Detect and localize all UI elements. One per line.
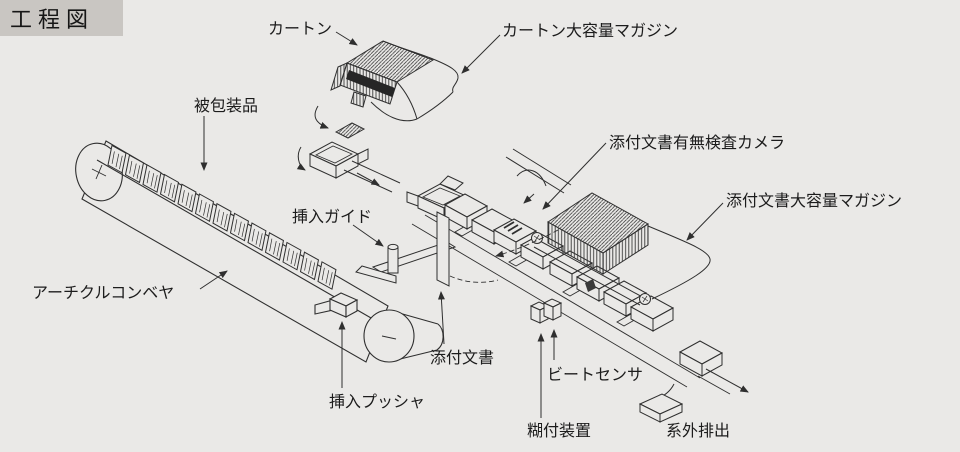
label-glue-device: 糊付装置 — [527, 422, 591, 440]
exit-section — [638, 340, 749, 423]
carton-stack-left-cap — [330, 62, 348, 91]
leader-article-conveyor — [199, 270, 228, 290]
document-in-carton — [503, 221, 523, 235]
leader-doc-camera — [542, 142, 607, 210]
carton-stack-dark-band — [346, 70, 395, 97]
carton-flap — [357, 148, 369, 165]
camera-sight-lines — [505, 148, 572, 194]
label-beat-sensor: ビートセンサ — [547, 366, 643, 384]
label-insertion-pusher: 挿入プッシャ — [329, 393, 425, 411]
label-attached-doc: 添付文書 — [430, 349, 494, 367]
rotation-arc — [296, 146, 306, 171]
document-magazine — [531, 192, 711, 306]
chute-flow-arrow — [356, 172, 380, 186]
leader-carton-magazine — [461, 34, 501, 74]
blank-drop-arrow — [314, 105, 329, 129]
leader-insertion-guide — [352, 224, 384, 247]
label-insertion-guide: 挿入ガイド — [292, 208, 372, 226]
camera-arc — [516, 169, 547, 187]
label-carton-magazine: カートン大容量マガジン — [502, 22, 678, 40]
guide-post — [387, 246, 399, 274]
document-insertion-plate — [436, 211, 450, 287]
document-stack-right-face — [602, 223, 649, 275]
label-system-discharge: 系外排出 — [666, 422, 730, 440]
beat-sensor-glue-unit — [529, 298, 563, 324]
carton-magazine — [314, 40, 459, 139]
document-tray-outline — [647, 225, 711, 300]
carton-erecting-station — [296, 141, 401, 193]
diagram-labels: カートン カートン大容量マガジン 被包装品 添付文書有無検査カメラ 挿入ガイド … — [32, 21, 902, 440]
rejected-carton — [638, 393, 684, 423]
page-title: 工程図 — [10, 7, 94, 32]
label-doc-camera: 添付文書有無検査カメラ — [609, 134, 785, 152]
falling-carton-blank — [334, 122, 366, 139]
leader-attached-doc — [437, 291, 445, 345]
left-roller-cross-mark — [91, 164, 107, 180]
inspection-camera — [495, 148, 572, 258]
label-doc-magazine: 添付文書大容量マガジン — [726, 192, 902, 210]
leader-lines — [199, 31, 724, 418]
carton-magazine-tray — [370, 40, 459, 122]
article-conveyor — [75, 140, 444, 363]
insertion-guide-assembly — [355, 241, 457, 284]
insertion-dash-guide — [449, 275, 499, 283]
label-article-conveyor: アーチクルコンベヤ — [32, 284, 174, 302]
carton-stack-nub — [350, 91, 367, 108]
document-feed-belt — [533, 240, 647, 306]
exit-flow-arrow — [705, 368, 749, 393]
conveyor-inner-edge — [96, 159, 379, 323]
conveyor-right-drum — [363, 309, 444, 363]
leader-doc-magazine — [686, 202, 724, 241]
exit-flow-arrow-2 — [697, 375, 731, 395]
exit-carton — [679, 340, 723, 377]
insertion-pusher — [314, 292, 359, 318]
camera-small-arrow — [523, 193, 535, 204]
carton-line — [406, 175, 701, 388]
label-carton: カートン — [268, 21, 332, 38]
title-block: 工程図 — [0, 0, 123, 36]
leader-carton — [335, 31, 358, 46]
label-packaged-goods: 被包装品 — [194, 97, 258, 115]
guide-foot — [355, 265, 397, 284]
glue-nozzle — [585, 279, 596, 292]
title-background — [0, 0, 123, 36]
chute-rails — [343, 160, 401, 193]
